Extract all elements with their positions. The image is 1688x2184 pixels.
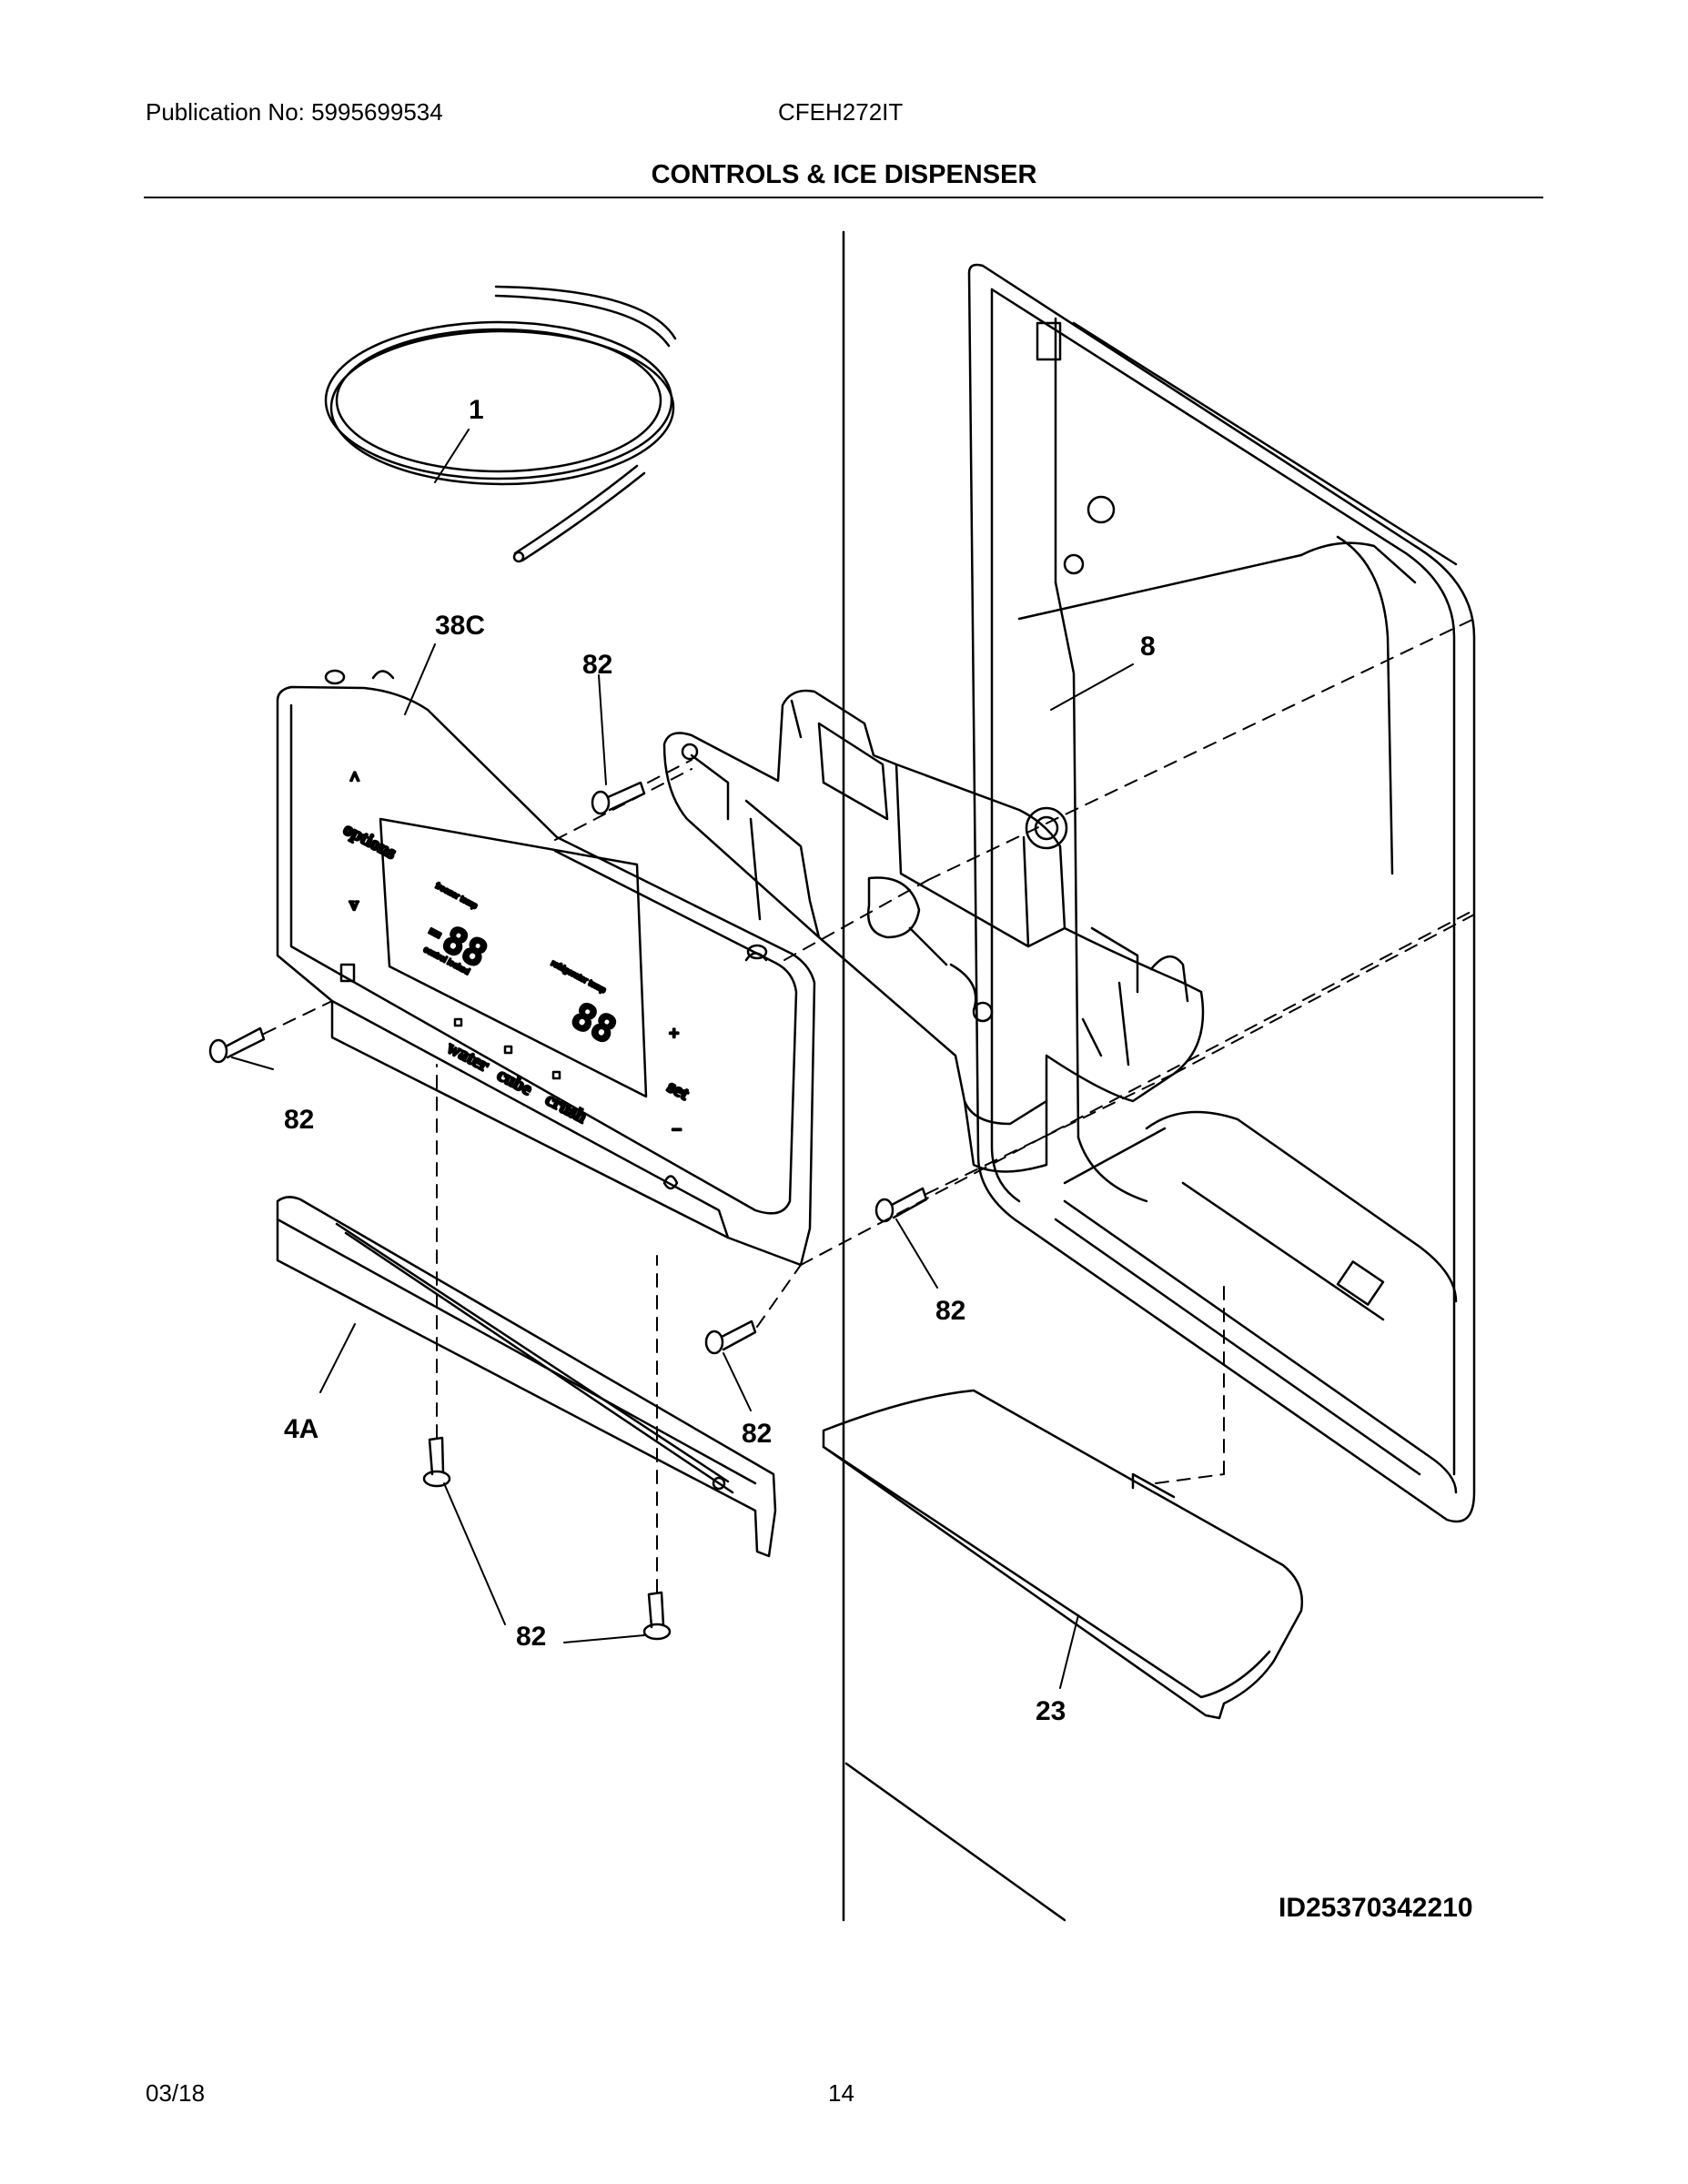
water-label: water — [444, 1037, 493, 1076]
callout-82-bottom: 82 — [516, 1622, 546, 1652]
screw-mid-right — [874, 1187, 928, 1223]
tubing-coil — [324, 285, 677, 563]
screw-top — [591, 781, 646, 815]
options-label: options — [340, 819, 399, 864]
crush-label: crush — [542, 1089, 591, 1127]
page-title: CONTROLS & ICE DISPENSER — [651, 160, 1037, 189]
drip-tray — [822, 1389, 1304, 1720]
freezer-temp-label: freezer temp — [434, 881, 479, 911]
screw-bottom-right — [642, 1591, 672, 1641]
dispenser-assembly — [662, 689, 1205, 1173]
diagram-id: ID25370342210 — [1279, 1893, 1473, 1923]
refrigerator-temp-label: refrigerator temp — [550, 958, 607, 995]
leader-lines — [231, 429, 1134, 1689]
callout-82-lower-mid: 82 — [742, 1419, 772, 1449]
callout-23: 23 — [1036, 1696, 1066, 1726]
callout-8: 8 — [1140, 632, 1156, 662]
callout-82-left: 82 — [284, 1105, 314, 1135]
page-number: 14 — [828, 2079, 854, 2107]
refrigerator-display: 88 — [564, 995, 622, 1052]
screw-lower-mid — [704, 1320, 757, 1355]
callout-82-mid-right: 82 — [935, 1296, 965, 1326]
up-arrow-label: ^ — [349, 769, 360, 789]
callout-4a: 4A — [284, 1414, 318, 1444]
minus-label: − — [672, 1120, 682, 1140]
cube-label: cube — [494, 1065, 536, 1099]
publication-number: Publication No: 5995699534 — [146, 98, 443, 126]
model-number: CFEH272IT — [778, 98, 904, 126]
callout-38c: 38C — [435, 611, 485, 641]
assembly-dashed-lines — [263, 618, 1475, 1593]
set-label: set — [664, 1077, 692, 1105]
title-rule — [144, 197, 1543, 198]
callout-1: 1 — [469, 395, 484, 425]
callout-labels: 1 38C 82 8 82 82 82 4A 82 23 — [284, 395, 1156, 1726]
dispenser-housing — [842, 230, 1476, 1922]
footer-date: 03/18 — [146, 2079, 206, 2107]
screw-bottom-left — [422, 1436, 451, 1488]
plus-label: + — [669, 1024, 679, 1044]
control-panel: options ^ v water cube crush + set − -88… — [276, 669, 816, 1267]
screw-left — [208, 1026, 266, 1064]
callout-82-top: 82 — [582, 650, 612, 680]
down-arrow-label: v — [349, 895, 359, 915]
trim-piece — [276, 1196, 777, 1558]
